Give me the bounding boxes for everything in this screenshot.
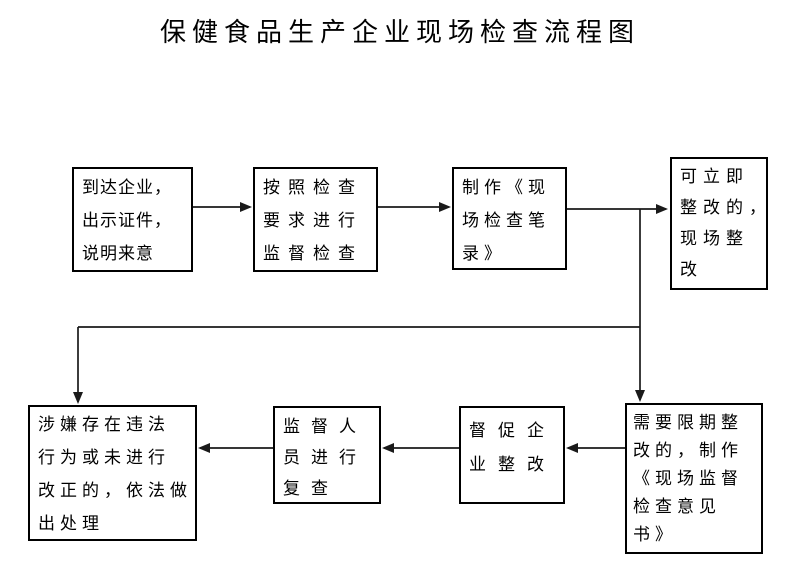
flow-box-inspection: 按照检查 要求进行 监督检查 <box>253 167 378 272</box>
flow-box-urge-rectify: 督促企 业整改 <box>459 406 565 504</box>
flow-box-record: 制作《现 场检查笔 录》 <box>452 167 567 270</box>
flow-box-recheck: 监督人 员进行 复查 <box>273 406 381 504</box>
flow-box-legal-action: 涉嫌存在违法 行为或未进行 改正的，依法做 出处理 <box>28 405 197 541</box>
flow-box-deadline-rectify: 需要限期整 改的，制作 《现场监督 检查意见 书》 <box>625 403 763 554</box>
page-title: 保健食品生产企业现场检查流程图 <box>159 18 640 47</box>
flow-box-immediate-rectify: 可立即 整改的， 现场整 改 <box>670 157 768 290</box>
flow-box-arrive: 到达企业， 出示证件， 说明来意 <box>72 167 193 272</box>
